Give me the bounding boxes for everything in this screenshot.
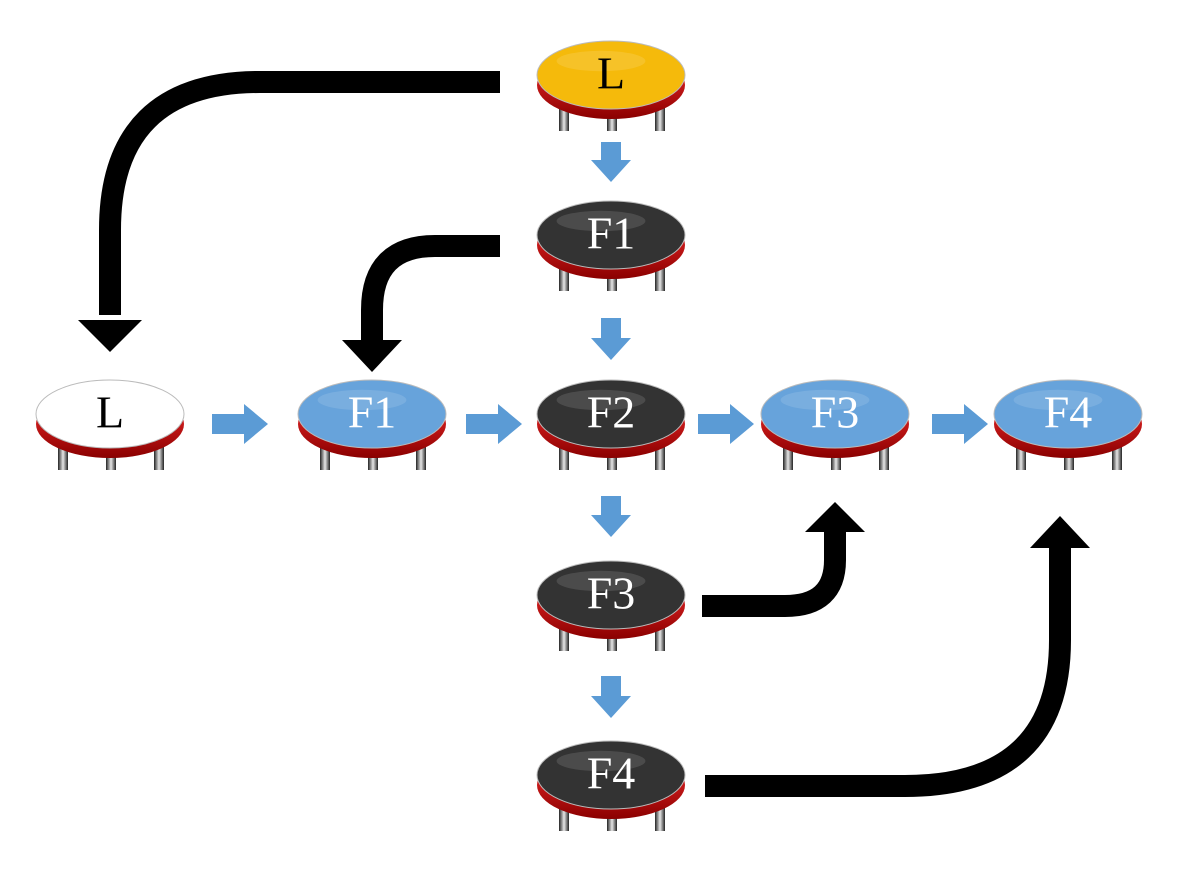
small-arrow-down-2 — [591, 318, 631, 360]
table-leg — [655, 432, 665, 470]
table-leg — [559, 93, 569, 131]
table-highlight — [556, 50, 646, 72]
table-highlight — [317, 389, 407, 411]
table-top — [536, 379, 686, 449]
table-top — [297, 379, 447, 449]
table-top — [760, 379, 910, 449]
node-row-f4: F4 — [993, 379, 1143, 470]
small-arrow-right-3 — [698, 404, 754, 444]
table-leg — [655, 613, 665, 651]
table-top — [35, 379, 185, 449]
table-highlight — [556, 750, 646, 772]
big-arrow-f1-to-f1 — [361, 235, 500, 340]
table-leg — [879, 432, 889, 470]
node-label: F4 — [1044, 387, 1093, 438]
table-highlight — [1013, 389, 1103, 411]
small-arrow-right-1 — [212, 404, 268, 444]
small-arrow-right-2 — [466, 404, 522, 444]
table-highlight — [556, 389, 646, 411]
table-leg — [655, 253, 665, 291]
table-leg — [1016, 432, 1026, 470]
node-col-f3: F3 — [536, 560, 686, 651]
small-arrow-down-4 — [591, 676, 631, 718]
table-leg — [559, 793, 569, 831]
node-label: F3 — [587, 568, 636, 619]
small-arrow-right-4 — [932, 404, 988, 444]
node-label: F1 — [348, 387, 397, 438]
big-arrow-leader-to-L — [99, 71, 500, 315]
big-arrow-f3-to-f3 — [702, 532, 846, 617]
node-label: F2 — [587, 387, 636, 438]
table-leg — [416, 432, 426, 470]
node-label: L — [96, 387, 124, 438]
node-col-f4: F4 — [536, 740, 686, 831]
table-top — [536, 200, 686, 270]
node-label: F1 — [587, 208, 636, 259]
table-leg — [154, 432, 164, 470]
small-arrows — [212, 142, 988, 718]
node-row-f2: F2 — [536, 379, 686, 470]
table-top — [536, 740, 686, 810]
table-leg — [58, 432, 68, 470]
small-arrow-down-1 — [591, 142, 631, 182]
table-leg — [559, 432, 569, 470]
big-arrow-f4-to-f4-head — [1030, 516, 1090, 548]
big-arrow-leader-to-L-head — [78, 320, 142, 352]
node-row-leader: L — [35, 379, 185, 470]
node-label: F4 — [587, 748, 636, 799]
table-leg — [655, 793, 665, 831]
big-arrow-f4-to-f4 — [705, 548, 1071, 797]
table-highlight — [55, 389, 145, 411]
table-top — [993, 379, 1143, 449]
node-row-f1: F1 — [297, 379, 447, 470]
table-leg — [783, 432, 793, 470]
big-arrow-f3-to-f3-head — [805, 502, 865, 532]
node-row-f3: F3 — [760, 379, 910, 470]
small-arrow-down-3 — [591, 496, 631, 537]
node-label: F3 — [811, 387, 860, 438]
node-label: L — [597, 48, 625, 99]
table-highlight — [556, 210, 646, 232]
table-leg — [320, 432, 330, 470]
table-top — [536, 40, 686, 110]
node-col-f1: F1 — [536, 200, 686, 291]
table-leg — [1112, 432, 1122, 470]
table-leg — [655, 93, 665, 131]
table-highlight — [556, 570, 646, 592]
table-leg — [559, 613, 569, 651]
big-arrow-f1-to-f1-head — [342, 340, 402, 372]
table-leg — [559, 253, 569, 291]
node-top-leader: L — [536, 40, 686, 131]
table-highlight — [780, 389, 870, 411]
big-arrows — [78, 71, 1090, 797]
table-top — [536, 560, 686, 630]
